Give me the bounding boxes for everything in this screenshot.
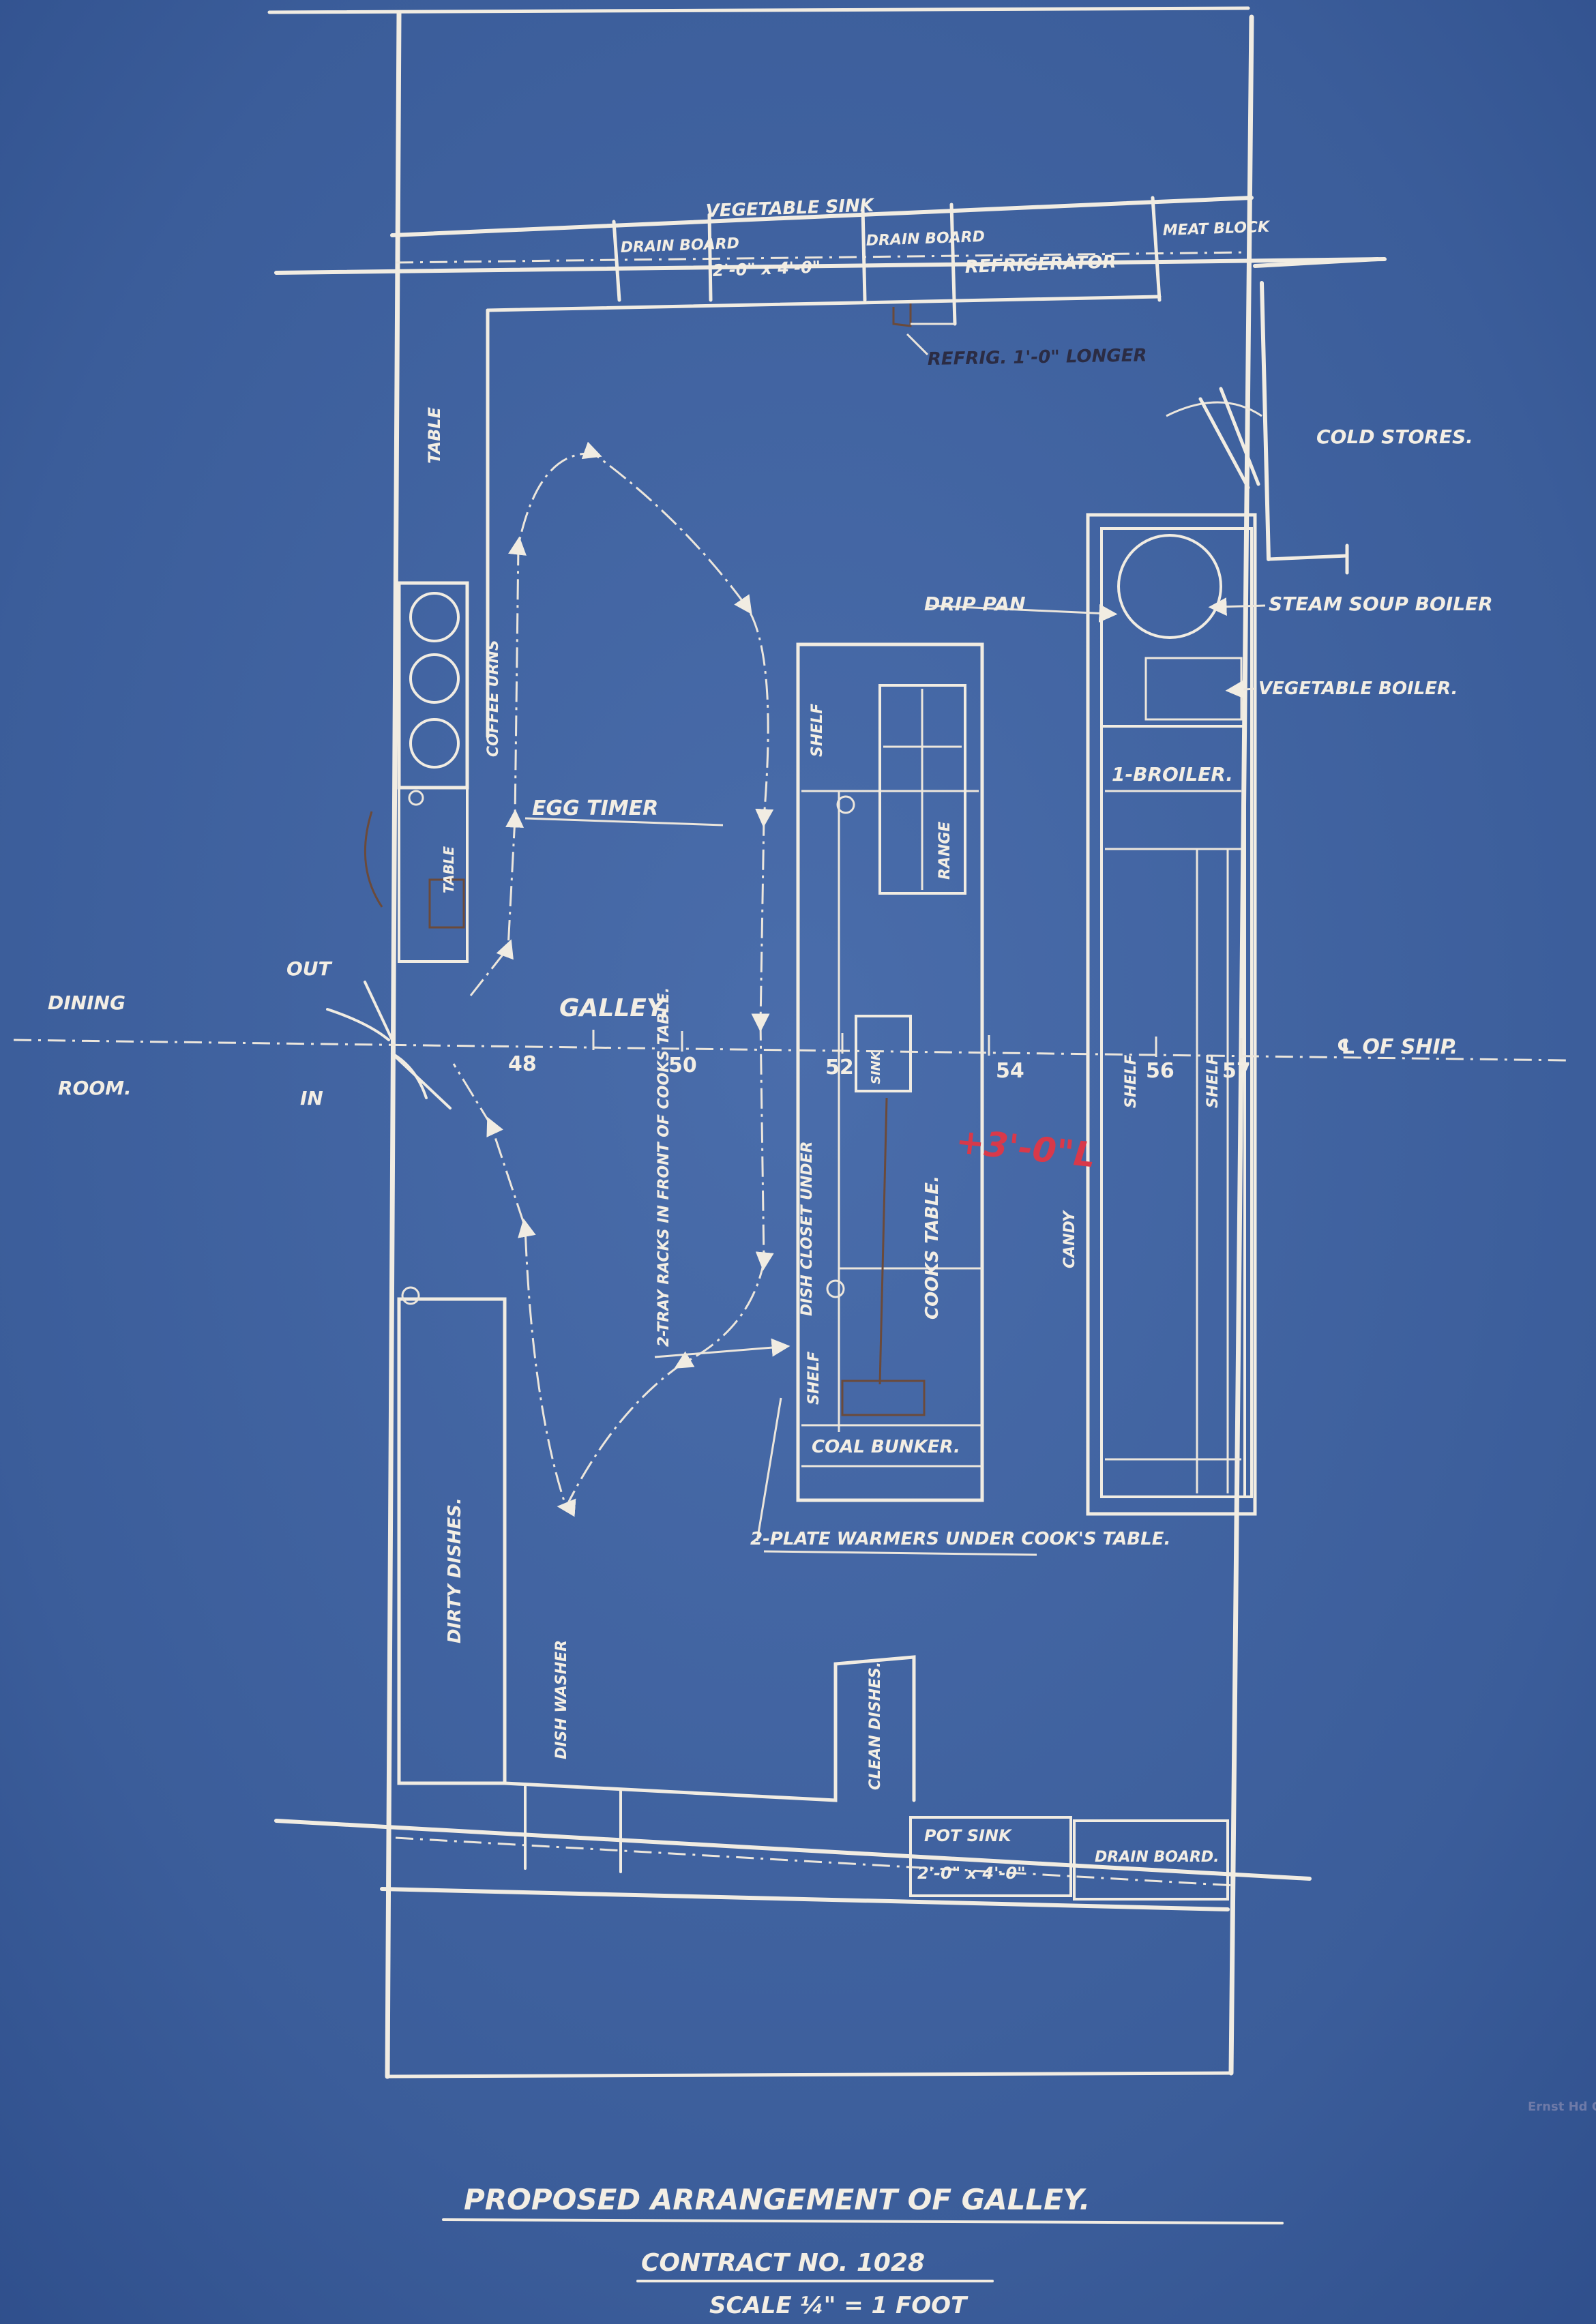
leader-lines (524, 597, 1266, 1556)
shelf-upper-label: SHELF (809, 704, 826, 757)
out-label: OUT (286, 957, 333, 980)
meat-block-label: MEAT BLOCK (1162, 218, 1271, 239)
refrig-note-label: REFRIG. 1'-0" LONGER (928, 345, 1147, 370)
frame-48-label: 48 (508, 1052, 537, 1076)
dish-washer-label: DISH WASHER (553, 1640, 570, 1759)
clean-dishes-label: CLEAN DISHES. (867, 1662, 884, 1790)
vegetable-boiler-label: VEGETABLE BOILER. (1258, 679, 1458, 699)
shelf-low-label: SHELF (1123, 1055, 1140, 1108)
table-small-label: TABLE (441, 846, 457, 893)
one-broiler-label: 1-BROILER. (1112, 763, 1233, 786)
steam-soup-boiler-label: STEAM SOUP BOILER (1269, 593, 1493, 615)
range-boilers (1086, 513, 1257, 1516)
frame-54-label: 54 (996, 1059, 1024, 1083)
coal-bunker-label: COAL BUNKER. (812, 1437, 960, 1457)
sink-small-label: SINK (869, 1049, 883, 1084)
room-label: ROOM. (58, 1077, 132, 1099)
drawing-title: PROPOSED ARRANGEMENT OF GALLEY. (464, 2183, 1090, 2216)
traffic-flow-paths (452, 441, 774, 1517)
cooks-table-label: COOKS TABLE. (922, 1176, 943, 1320)
sink-size-label: 2'-0" x 4'-0" (712, 257, 821, 280)
table-top-label: TABLE (425, 406, 444, 464)
cold-stores-door (1166, 257, 1380, 575)
cooks-table (796, 642, 984, 1502)
frame-52-label: 52 (825, 1056, 854, 1079)
cold-stores-label: COLD STORES. (1316, 426, 1473, 448)
galley-label: GALLEY. (559, 994, 670, 1022)
coffee-urns-label: COFFEE URNS (485, 640, 502, 757)
frame-50-label: 50 (668, 1054, 697, 1077)
pot-sink-size-label: 2'-0" x 4'-0" (917, 1864, 1026, 1883)
dish-closet-label: DISH CLOSET UNDER (799, 1142, 816, 1317)
drain-board-top-right-label: DRAIN BOARD (866, 228, 985, 250)
range-label: RANGE (936, 822, 954, 880)
tray-racks-note-label: 2-TRAY RACKS IN FRONT OF COOKS TABLE. (655, 987, 673, 1347)
shelf-right-label: SHELF (1205, 1055, 1222, 1108)
drain-board-top-left-label: DRAIN BOARD (620, 235, 739, 256)
plate-warmers-label: 2-PLATE WARMERS UNDER COOK'S TABLE. (750, 1529, 1170, 1549)
dirty-dishes-label: DIRTY DISHES. (445, 1498, 465, 1643)
frame-57-label: 57 (1222, 1059, 1251, 1083)
dining-doors (326, 981, 452, 1109)
shelf-mid-label: SHELF (806, 1352, 823, 1405)
coffee-urns-table (364, 581, 469, 963)
drain-board-bottom-label: DRAIN BOARD. (1095, 1849, 1220, 1866)
dishwashing-area (274, 1286, 1312, 2079)
frame-56-label: 56 (1146, 1059, 1174, 1083)
candy-label: CANDY (1061, 1210, 1078, 1268)
contract-number: CONTRACT NO. 1028 (641, 2249, 925, 2277)
in-label: IN (300, 1087, 323, 1109)
pot-sink-label: POT SINK (924, 1826, 1013, 1845)
dining-label: DINING (48, 992, 125, 1014)
corner-stamp: Ernst Hd Chis Railro (1528, 2100, 1596, 2114)
drip-pan-label: DRIP PAN (924, 593, 1026, 615)
egg-timer-label: EGG TIMER (532, 796, 658, 820)
drawing-scale: SCALE ¼" = 1 FOOT (709, 2292, 969, 2319)
centerline-label: ℄ OF SHIP. (1337, 1035, 1458, 1059)
